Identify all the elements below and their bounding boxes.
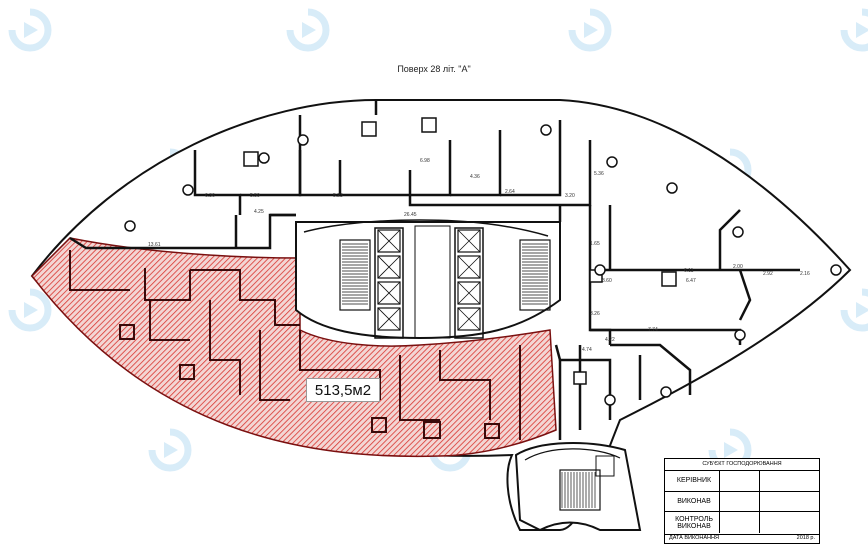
area-label: 513,5м2 — [306, 378, 380, 402]
watermark-logo-icon — [568, 8, 612, 52]
dimension-label: 6.98 — [420, 158, 430, 164]
title-block-divider — [759, 470, 760, 533]
room-partitions — [69, 100, 800, 440]
dimension-label: 3.26 — [590, 311, 600, 317]
dimension-label: 4.36 — [470, 174, 480, 180]
building-core — [295, 219, 561, 340]
dimension-label: 3.60 — [602, 278, 612, 284]
dimension-label: 6.47 — [686, 278, 696, 284]
dimension-label: 5.36 — [594, 171, 604, 177]
dimension-label: 6.36 — [205, 193, 215, 199]
elevator-shaft — [457, 255, 481, 279]
red-zone-partitions — [69, 250, 521, 440]
title-block: СУБ'ЄКТ ГОСПОДОРЮВАННЯ КЕРІВНИК ВИКОНАВ … — [664, 458, 820, 544]
dimension-label: 2.92 — [763, 271, 773, 277]
watermark-logo-icon — [286, 8, 330, 52]
title-block-header: СУБ'ЄКТ ГОСПОДОРЮВАННЯ — [665, 459, 819, 471]
title-block-divider — [719, 470, 720, 533]
highlighted-area — [31, 237, 557, 458]
elevator-shaft — [377, 281, 401, 305]
dimension-labels: 26.45 13.61 6.36 5.59 4.25 5.23 6.98 4.36 2.64 3.… — [148, 158, 810, 353]
dimension-label: 6.11 — [684, 268, 694, 274]
dimension-label: 13.61 — [148, 242, 161, 248]
elevator-shaft — [457, 229, 481, 253]
title-block-row: КЕРІВНИК — [665, 470, 819, 492]
row-label-control: КОНТРОЛЬ ВИКОНАВ — [675, 516, 713, 530]
elevator-shaft — [377, 307, 401, 331]
title-block-year: 2018 р. — [796, 535, 815, 541]
watermark-logo-icon — [840, 288, 868, 332]
watermark-logo-icon — [8, 288, 52, 332]
watermark-logo-icon — [8, 8, 52, 52]
row-label-head: КЕРІВНИК — [676, 477, 712, 484]
structural-columns — [124, 117, 842, 406]
elevator-shaft — [377, 229, 401, 253]
dimension-label: 26.45 — [404, 212, 417, 218]
dimension-label: 2.16 — [800, 271, 810, 277]
elevator-shaft — [457, 281, 481, 305]
dimension-label: 2.64 — [505, 189, 515, 195]
stair-tower — [514, 442, 642, 532]
dimension-label: 3.20 — [565, 193, 575, 199]
title-block-row: КОНТРОЛЬ ВИКОНАВ — [665, 512, 819, 535]
dimension-label: 4.25 — [254, 209, 264, 215]
watermark-logo-icon — [148, 428, 192, 472]
dimension-label: 5.59 — [250, 193, 260, 199]
elevator-shaft — [377, 255, 401, 279]
dimension-label: 7.74 — [648, 327, 658, 333]
dimension-label: 2.00 — [733, 264, 743, 270]
dimension-label: 4.22 — [605, 337, 615, 343]
dimension-label: 1.65 — [590, 241, 600, 247]
title-block-row: ВИКОНАВ — [665, 492, 819, 512]
dimension-label: 4.74 — [582, 347, 592, 353]
row-label-performer: ВИКОНАВ — [677, 498, 711, 505]
floor-title: Поверх 28 літ. "А" — [397, 64, 471, 74]
elevator-shaft — [457, 307, 481, 331]
watermark-logo-icon — [840, 8, 868, 52]
dimension-label: 5.23 — [333, 193, 343, 199]
title-block-footer: ДАТА ВИКОНАННЯ — [669, 535, 719, 541]
